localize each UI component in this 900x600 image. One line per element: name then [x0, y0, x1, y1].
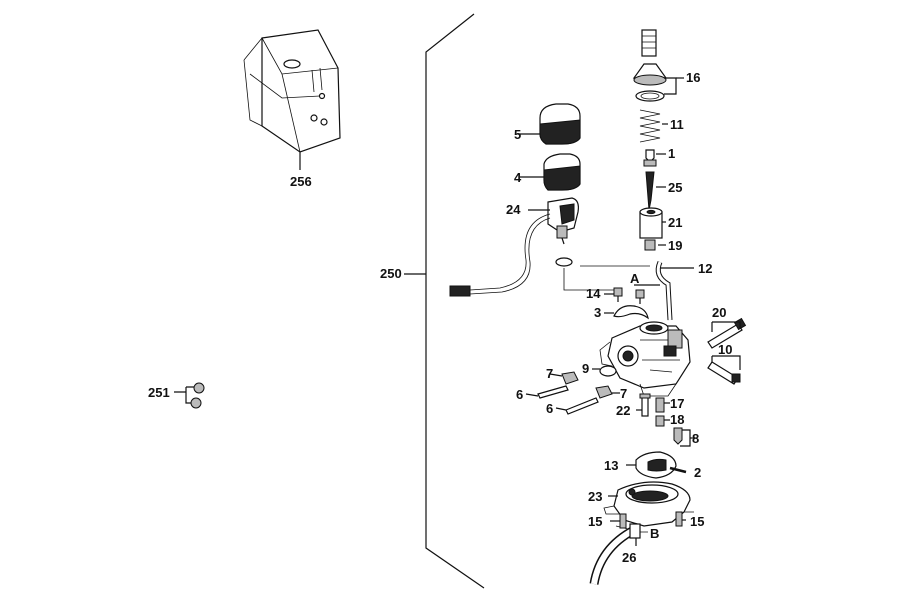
part-256-bracket — [243, 29, 341, 170]
part-3-clamp — [604, 305, 649, 320]
label-23: 23 — [588, 489, 602, 504]
label-24: 24 — [506, 202, 521, 217]
part-10-screw — [707, 355, 741, 385]
part-6-stud-lower — [555, 397, 599, 415]
label-12: 12 — [698, 261, 712, 276]
label-14: 14 — [586, 286, 601, 301]
label-8: 8 — [692, 431, 699, 446]
part-18-jet — [655, 415, 670, 427]
part-17-jet — [655, 397, 670, 413]
label-5: 5 — [514, 127, 521, 142]
part-15-screw-right — [675, 511, 686, 527]
part-20-screw — [707, 317, 747, 349]
part-7-nut-upper — [549, 371, 579, 385]
part-251-nuts — [174, 382, 205, 409]
part-12-hose — [634, 261, 694, 321]
part-21-slide — [639, 207, 666, 239]
part-4-cap — [520, 153, 581, 191]
label-17: 17 — [670, 396, 684, 411]
part-8-float-valve — [673, 427, 694, 447]
label-7-upper: 7 — [546, 366, 553, 381]
label-11: 11 — [670, 117, 684, 132]
label-6-lower: 6 — [546, 401, 553, 416]
part-15-screw-left — [610, 513, 627, 529]
label-10: 10 — [718, 342, 732, 357]
part-26-drain-hose — [589, 523, 641, 585]
part-22-jet — [636, 393, 651, 417]
label-25: 25 — [668, 180, 682, 195]
part-19-jet — [644, 239, 666, 251]
group-bracket-250 — [404, 13, 485, 589]
part-7-nut-lower — [595, 385, 620, 399]
label-7-lower: 7 — [620, 386, 627, 401]
part-11-spring — [639, 109, 668, 143]
label-A: A — [630, 271, 640, 286]
part-1-clip — [643, 149, 666, 167]
label-16: 16 — [686, 70, 700, 85]
part-13-float — [626, 451, 677, 479]
part-23-float-bowl — [603, 481, 694, 527]
label-2: 2 — [694, 465, 701, 480]
part-labels: 256 250 251 5 4 24 16 11 1 25 21 19 12 A… — [148, 70, 732, 565]
label-250: 250 — [380, 266, 402, 281]
carburetor-body — [599, 321, 691, 397]
part-6-stud-upper — [525, 385, 569, 399]
part-2-pin — [669, 466, 687, 474]
part-5-cap — [518, 103, 581, 145]
part-25-needle — [645, 171, 666, 211]
label-21: 21 — [668, 215, 682, 230]
label-22: 22 — [616, 403, 630, 418]
label-13: 13 — [604, 458, 618, 473]
part-16-cap-top — [632, 29, 684, 102]
label-6-upper: 6 — [516, 387, 523, 402]
label-3: 3 — [594, 305, 601, 320]
part-24-auto-choke — [449, 197, 579, 297]
label-20: 20 — [712, 305, 726, 320]
part-14-screws — [604, 287, 645, 304]
label-18: 18 — [670, 412, 684, 427]
label-B: B — [650, 526, 659, 541]
part-9-oring — [592, 365, 617, 377]
label-26: 26 — [622, 550, 636, 565]
label-1: 1 — [668, 146, 675, 161]
label-251: 251 — [148, 385, 170, 400]
label-19: 19 — [668, 238, 682, 253]
label-4: 4 — [514, 170, 522, 185]
label-15-right: 15 — [690, 514, 704, 529]
label-15-left: 15 — [588, 514, 602, 529]
label-9: 9 — [582, 361, 589, 376]
label-256: 256 — [290, 174, 312, 189]
